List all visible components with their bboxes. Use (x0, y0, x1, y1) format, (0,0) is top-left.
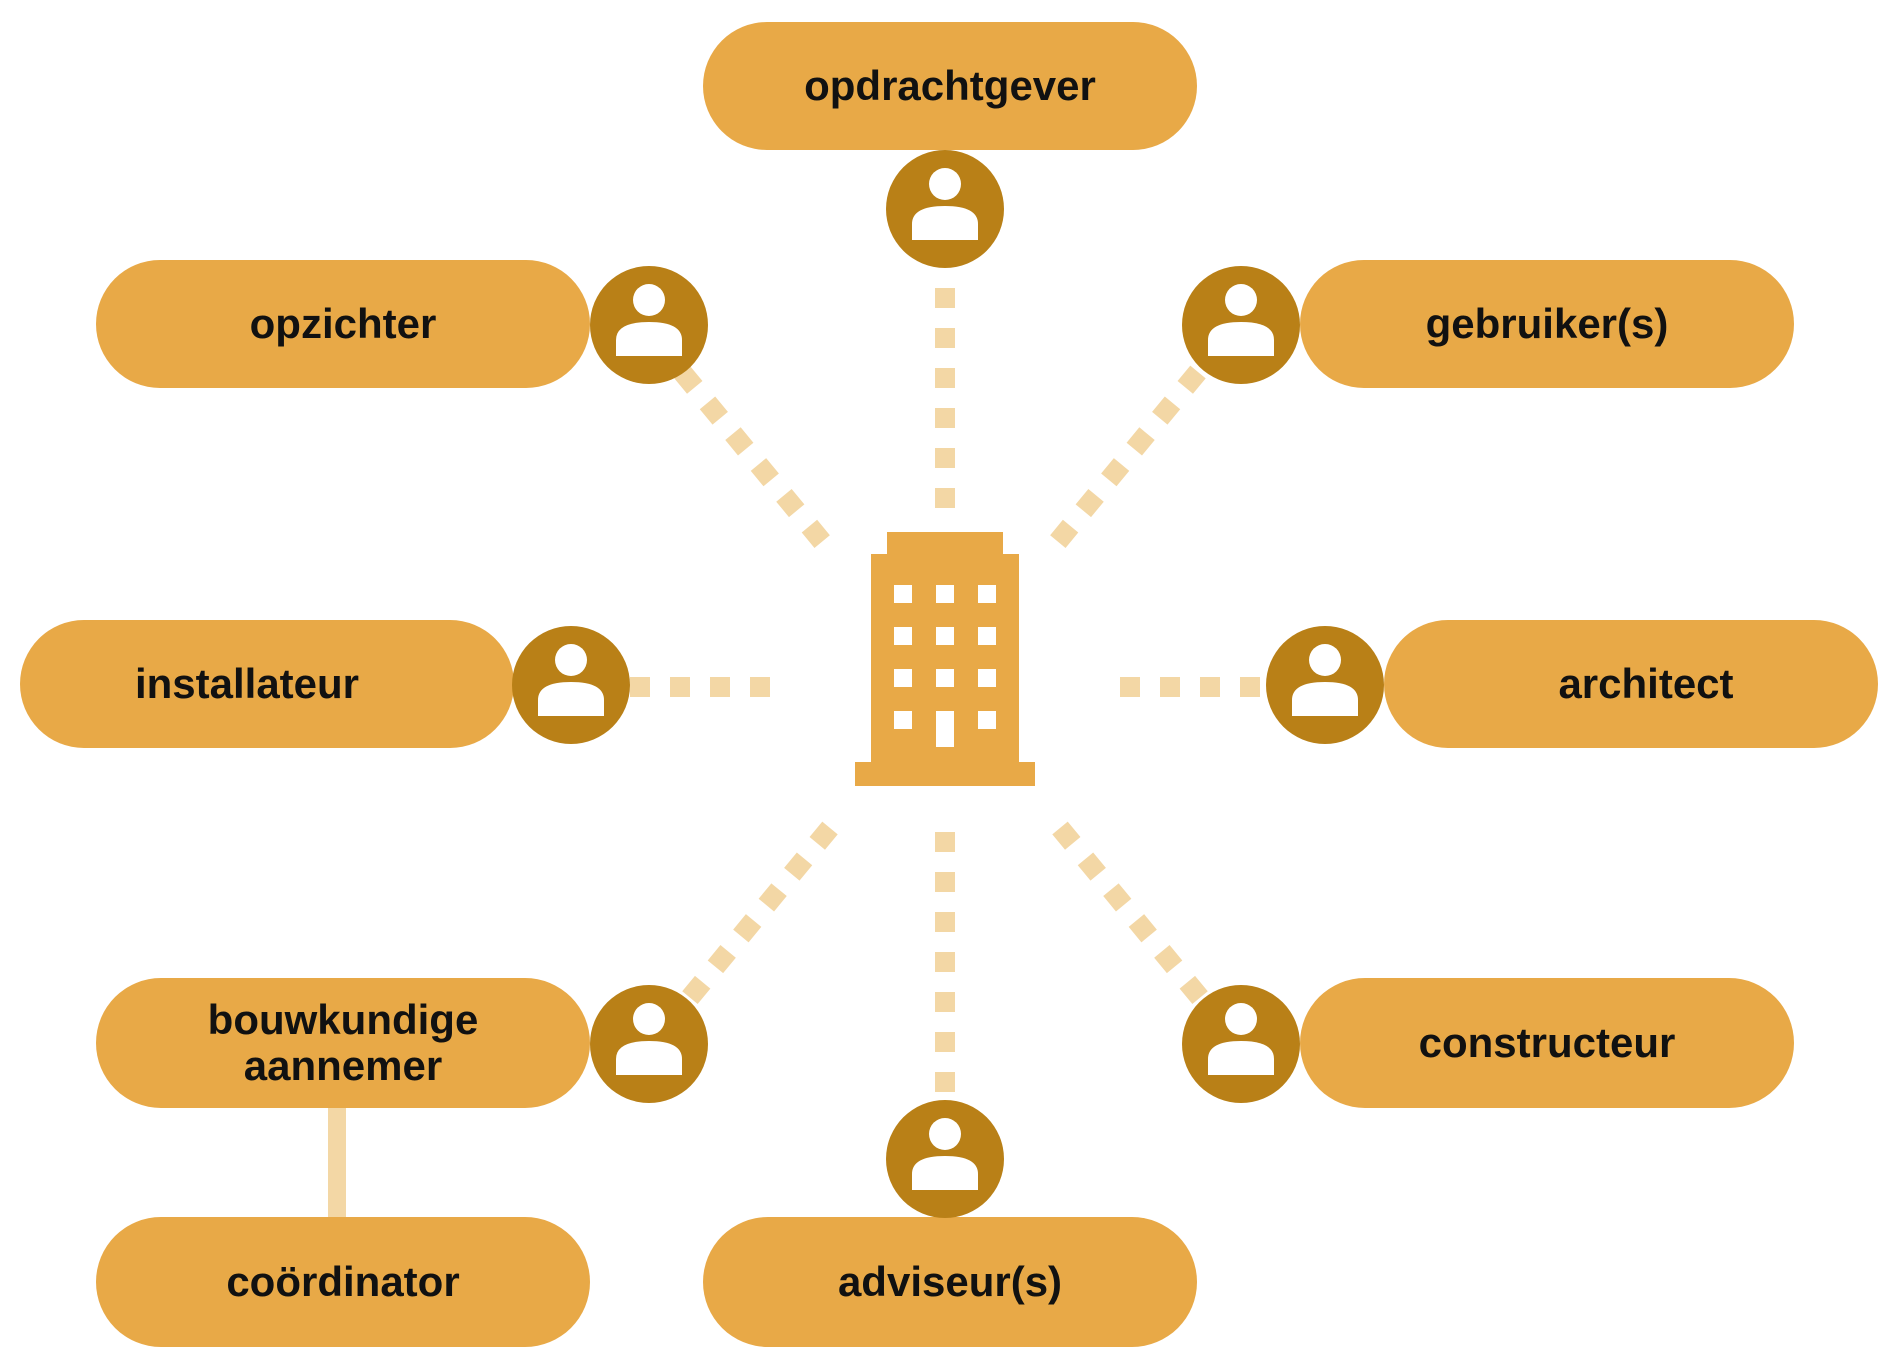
role-installateur: installateur (20, 620, 514, 748)
role-opdrachtgever: opdrachtgever (703, 22, 1197, 150)
connector-constructeur (1052, 821, 1210, 1007)
person-icon (1182, 266, 1300, 384)
role-coordinator: coördinator (96, 1217, 590, 1347)
person-icon (1182, 985, 1300, 1103)
role-label: installateur (134, 659, 360, 707)
role-architect: architect (1384, 620, 1878, 748)
connector-bouwkundige-aannemer (680, 821, 838, 1007)
person-icon (590, 985, 708, 1103)
role-label: gebruiker(s) (1425, 299, 1669, 347)
role-label: architect (1558, 659, 1734, 707)
role-adviseurs: adviseur(s) (703, 1217, 1197, 1347)
role-label: adviseur(s) (837, 1257, 1063, 1305)
role-opzichter: opzichter (96, 260, 590, 388)
role-label: opzichter (249, 299, 437, 347)
office-building-icon (855, 532, 1035, 786)
connector-coordinator (328, 1105, 346, 1220)
role-gebruikers: gebruiker(s) (1300, 260, 1794, 388)
person-icon (590, 266, 708, 384)
role-label: constructeur (1418, 1018, 1676, 1066)
person-icon (1266, 626, 1384, 744)
role-bouwkundige-aannemer: bouwkundige aannemer (96, 978, 590, 1108)
connector-gebruikers (1047, 365, 1206, 552)
person-icon (512, 626, 630, 744)
role-label: bouwkundige aannemer (207, 995, 479, 1089)
connector-opzichter (674, 365, 833, 552)
role-constructeur: constructeur (1300, 978, 1794, 1108)
person-icon (886, 1100, 1004, 1218)
role-label: coördinator (226, 1257, 460, 1305)
role-label: opdrachtgever (804, 61, 1096, 109)
person-icon (886, 150, 1004, 268)
